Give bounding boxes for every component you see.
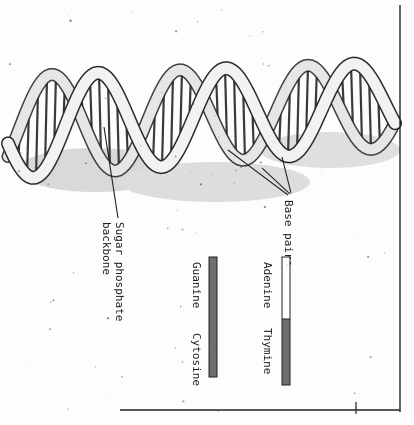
speckle: [214, 344, 216, 346]
speckle: [105, 97, 107, 99]
speckle: [268, 65, 270, 67]
speckle: [95, 366, 97, 368]
speckle: [217, 410, 219, 412]
helix-shadow: [17, 132, 400, 202]
speckle: [234, 183, 235, 184]
speckle: [140, 145, 141, 146]
speckle: [316, 56, 317, 57]
speckle: [25, 147, 26, 148]
speckle: [197, 21, 198, 22]
speckle: [214, 115, 215, 116]
adenine-label: Adenine: [261, 262, 274, 308]
thymine-segment: [282, 319, 290, 385]
speckle: [292, 204, 293, 205]
speckle: [161, 92, 162, 93]
speckle: [198, 291, 200, 293]
speckle: [181, 228, 183, 230]
speckle: [49, 328, 51, 330]
speckle: [175, 347, 177, 349]
speckle: [74, 126, 75, 127]
speckle: [175, 30, 177, 32]
speckle: [331, 73, 332, 74]
speckle: [53, 300, 55, 302]
speckle: [383, 213, 384, 214]
speckle: [200, 183, 202, 185]
speckle: [260, 161, 262, 163]
speckle: [18, 170, 20, 172]
speckle: [321, 171, 322, 172]
speckle: [262, 31, 264, 33]
guanine-label: Guanine: [190, 262, 203, 308]
speckle: [73, 272, 74, 273]
speckle: [54, 92, 56, 94]
speckle: [167, 227, 169, 229]
speckle: [69, 20, 71, 22]
backbone-label-line2: backbone: [100, 222, 113, 275]
speckle: [20, 152, 22, 154]
speckle: [132, 11, 133, 12]
thymine-label: Thymine: [261, 328, 274, 374]
speckle: [264, 360, 265, 361]
speckle: [191, 172, 192, 173]
speckle: [286, 265, 287, 266]
speckle: [182, 400, 184, 402]
guanine-cytosine-bar: [209, 257, 217, 377]
backbone-label-line1: Sugar phosphate: [113, 222, 126, 321]
speckle: [67, 408, 69, 410]
speckle: [106, 396, 107, 397]
speckle: [107, 317, 109, 319]
speckle: [110, 242, 111, 243]
base-pairs-label: Base pairs: [282, 200, 295, 266]
speckle: [249, 35, 250, 36]
speckle: [79, 218, 80, 219]
speckle: [384, 252, 385, 253]
speckle: [211, 174, 212, 175]
speckle: [221, 9, 222, 10]
speckle: [50, 301, 52, 303]
adenine-segment: [282, 257, 290, 319]
base-pair-rung: [360, 65, 362, 143]
speckle: [193, 103, 194, 104]
speckle: [182, 361, 184, 363]
speckle: [367, 256, 369, 258]
speckle: [67, 15, 68, 16]
speckle: [218, 137, 219, 138]
speckle: [263, 63, 265, 65]
speckle: [47, 183, 49, 185]
cytosine-label: Cytosine: [190, 333, 203, 386]
speckle: [240, 166, 242, 168]
speckle: [110, 146, 111, 147]
speckle: [177, 210, 178, 211]
speckle: [9, 63, 11, 65]
speckle: [30, 365, 31, 366]
speckle: [180, 306, 181, 307]
speckle: [196, 232, 197, 233]
speckle: [357, 235, 358, 236]
speckle: [85, 162, 87, 164]
speckle: [121, 376, 123, 378]
speckle: [381, 134, 383, 136]
speckle: [370, 356, 372, 358]
speckle: [354, 393, 355, 394]
speckle: [235, 170, 236, 171]
speckle: [264, 206, 266, 208]
speckle: [175, 156, 177, 158]
